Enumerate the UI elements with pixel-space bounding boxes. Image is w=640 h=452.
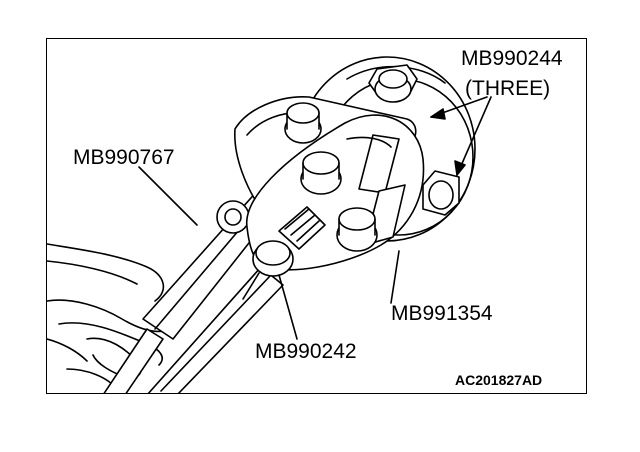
label-mb990244: MB990244 xyxy=(461,47,563,70)
handle-mb990242 xyxy=(147,266,284,393)
leader-lines xyxy=(138,96,492,340)
label-mb990242: MB990242 xyxy=(255,340,357,363)
illustration-frame: MB990244 (THREE) MB990767 MB991354 MB990… xyxy=(46,38,587,394)
bolt-right-hex xyxy=(422,170,460,216)
figure-code: AC201827AD xyxy=(455,372,543,388)
label-three: (THREE) xyxy=(465,77,551,100)
bolt-center xyxy=(300,151,342,195)
bolt-top-left xyxy=(284,102,322,144)
label-mb990767: MB990767 xyxy=(73,146,175,169)
center-screw-mb990242 xyxy=(242,206,326,300)
bolts xyxy=(242,64,460,300)
label-mb991354: MB991354 xyxy=(391,302,493,325)
bolt-top-right xyxy=(368,64,418,103)
tool-assembly-drawing xyxy=(47,56,492,393)
bolt-lower xyxy=(336,207,378,252)
